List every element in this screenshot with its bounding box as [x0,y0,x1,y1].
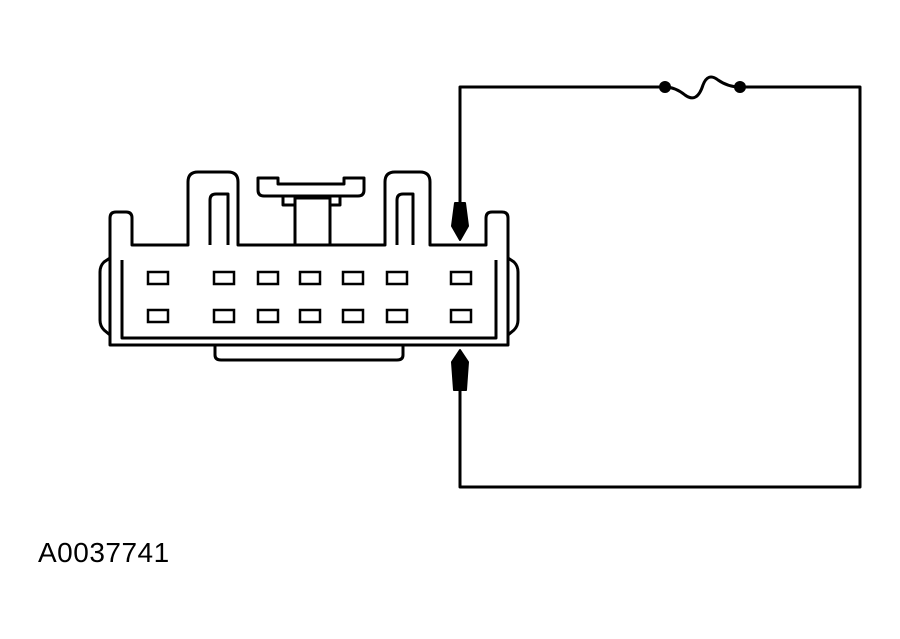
terminal-cavity [449,270,473,286]
figure-id-label: A0037741 [38,537,170,568]
terminal-cavity [341,270,365,286]
terminal-cavity [298,270,322,286]
right-flange [507,256,520,337]
terminal-cavity [146,270,170,286]
fuse-terminal-left [659,81,671,93]
connector [98,170,520,362]
right-wire [458,85,862,489]
terminal-cavity [341,308,365,324]
terminal-cavity [256,308,280,324]
upper-probe [451,202,469,241]
test-probe-icon [451,202,469,391]
locking-tab [256,176,366,198]
terminal-cavity [212,270,236,286]
jumper-circuit [458,75,862,489]
terminal-cavity [298,308,322,324]
terminal-cavity [146,308,170,324]
fuse-icon [663,75,742,100]
terminal-cavity [256,270,280,286]
connector-outline [108,170,510,347]
left-flange [98,256,111,337]
right-latch-slot [395,192,415,245]
bottom-rib [213,345,405,362]
terminal-cavity [449,308,473,324]
connector-face [120,260,498,340]
locking-tab-inner [293,196,332,205]
fuse-terminal-right [734,81,746,93]
terminal-cavity [385,308,409,324]
left-latch-slot [208,192,230,245]
locking-tab-stem [281,196,342,245]
terminal-cavity [385,270,409,286]
terminal-cavities [146,270,473,324]
terminal-cavity [212,308,236,324]
top-wire [458,85,667,232]
lower-probe [451,349,469,391]
